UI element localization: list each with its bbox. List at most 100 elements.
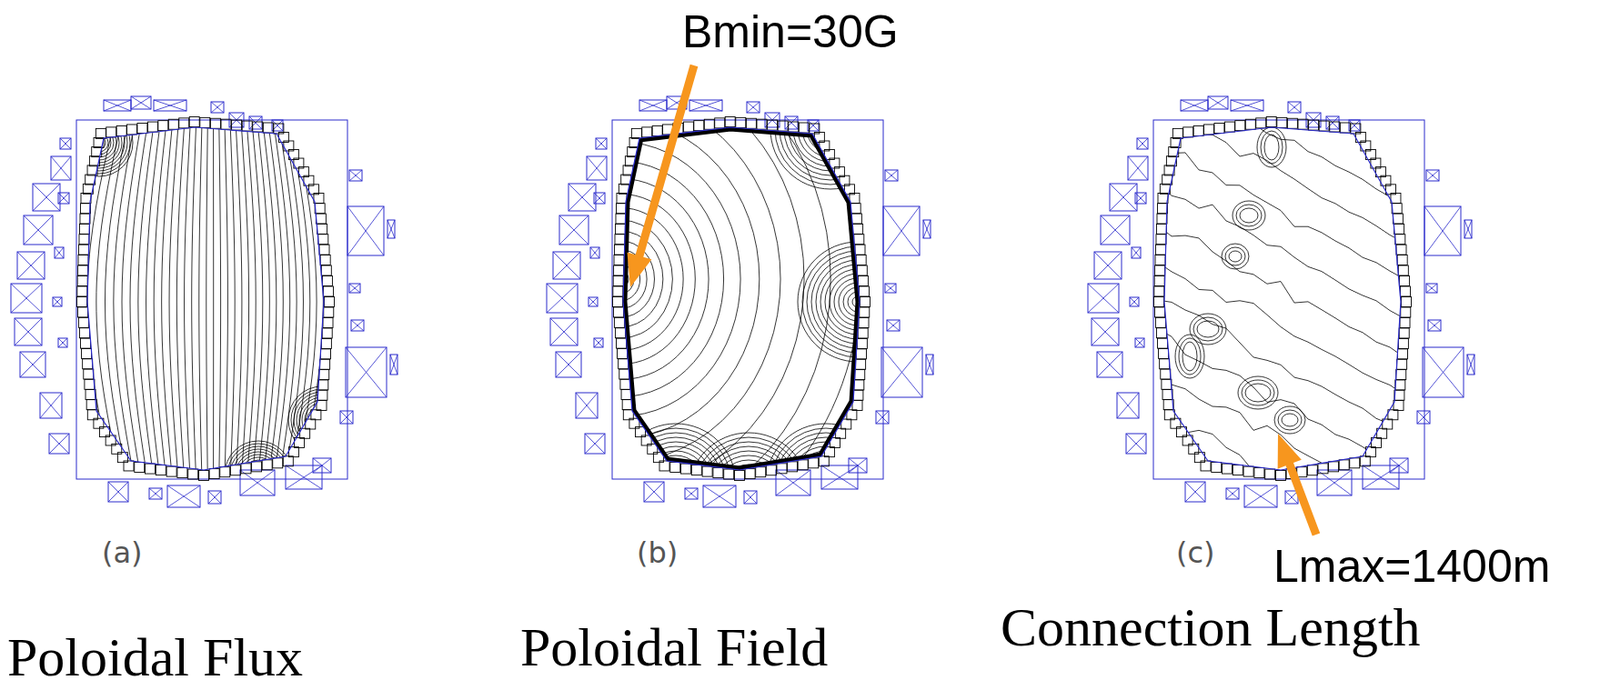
length-contour — [1197, 321, 1219, 338]
field-contour — [825, 123, 836, 135]
wall-square — [853, 390, 864, 401]
coil-cross — [1087, 283, 1119, 313]
coil-cross — [925, 354, 934, 375]
flux-contour — [206, 110, 209, 494]
wall-square — [1157, 213, 1168, 224]
coil-cross — [1100, 215, 1130, 245]
coil-box — [349, 283, 361, 293]
wall-square — [1297, 467, 1308, 478]
coil-cross — [684, 488, 698, 500]
wall-square — [857, 328, 868, 339]
panel-title: Connection Length — [1000, 600, 1421, 655]
coil-box — [1096, 352, 1123, 378]
coil-cross — [149, 488, 162, 500]
field-contour — [797, 455, 855, 513]
wall-square — [617, 348, 628, 359]
wall-square — [855, 244, 866, 255]
coil-box — [881, 347, 923, 398]
flux-contour — [281, 110, 303, 494]
flux-contour — [199, 110, 203, 494]
flux-contour — [59, 430, 121, 493]
wall-square — [158, 120, 169, 131]
wall-square — [78, 255, 89, 266]
field-contour — [688, 432, 809, 554]
wall-square — [614, 223, 625, 234]
wall-square — [1308, 120, 1319, 131]
flux-contour — [65, 109, 133, 177]
wall-square — [808, 458, 819, 469]
wall-square — [858, 286, 869, 297]
wall-square — [321, 349, 332, 360]
coil-cross — [1426, 283, 1438, 293]
coil-cross — [546, 283, 578, 313]
field-contour — [743, 487, 755, 499]
domain-boundary — [612, 120, 884, 480]
coil-box — [1389, 458, 1409, 473]
field-contour — [784, 82, 877, 176]
field-contour — [462, 96, 781, 463]
wall-square — [1399, 317, 1410, 328]
length-contour — [1228, 251, 1242, 262]
coil-box — [746, 101, 760, 113]
coil-box — [559, 215, 589, 245]
wall-square — [318, 234, 329, 245]
wall-square — [1232, 465, 1243, 476]
coil-box — [885, 283, 896, 293]
callout-arrow — [626, 64, 698, 288]
wall-square — [155, 465, 166, 476]
wall-square — [1155, 317, 1166, 328]
wall-square — [1222, 463, 1233, 474]
wall-square — [1398, 265, 1409, 276]
field-contour — [547, 193, 696, 364]
coil-cross — [593, 338, 604, 348]
wall-square — [168, 119, 179, 130]
coil-cross — [10, 283, 42, 313]
coil-cross — [345, 347, 387, 398]
wall-square — [166, 466, 177, 477]
coil-box — [40, 392, 62, 419]
coil-box — [60, 138, 71, 150]
wall-square — [735, 117, 746, 128]
wall-square — [724, 117, 735, 128]
coil-cross — [347, 206, 384, 256]
coil-box — [1180, 100, 1208, 111]
wall-square — [613, 307, 624, 318]
wall-square — [209, 469, 220, 480]
coil-box — [546, 283, 578, 313]
wall-square — [317, 223, 328, 234]
coil-cross — [588, 297, 598, 307]
coil-box — [575, 392, 598, 419]
coil-cross — [550, 318, 578, 346]
coil-box — [550, 318, 578, 346]
tokamak-cross-section — [10, 96, 398, 509]
coil-cross — [1127, 156, 1148, 181]
coil-cross — [555, 352, 582, 378]
coil-cross — [1422, 347, 1464, 398]
panel-letter: (c) — [1176, 538, 1216, 568]
coil-cross — [50, 156, 71, 181]
wall-square — [724, 469, 735, 480]
field-contour — [382, 4, 861, 554]
field-contour — [620, 428, 732, 540]
wall-square — [694, 120, 705, 131]
field-contour — [793, 451, 859, 517]
flux-contour — [245, 110, 256, 494]
flux-contour — [230, 110, 236, 494]
flux-contour — [332, 110, 369, 494]
flux-contour — [301, 400, 343, 441]
coil-cross — [703, 485, 736, 508]
wall-square — [1154, 297, 1165, 308]
coil-cross — [349, 283, 361, 293]
coil-cross — [387, 220, 395, 239]
coil-box — [208, 491, 222, 504]
wall-square — [1157, 338, 1168, 349]
flux-contour — [251, 110, 263, 494]
flux-contour — [191, 110, 197, 494]
coil-box — [1087, 283, 1119, 313]
coil-cross — [1109, 183, 1138, 212]
field-contour — [779, 78, 882, 181]
coil-cross — [1129, 297, 1139, 307]
wall-square — [849, 192, 860, 203]
coil-box — [744, 491, 757, 504]
wall-square — [188, 469, 199, 480]
